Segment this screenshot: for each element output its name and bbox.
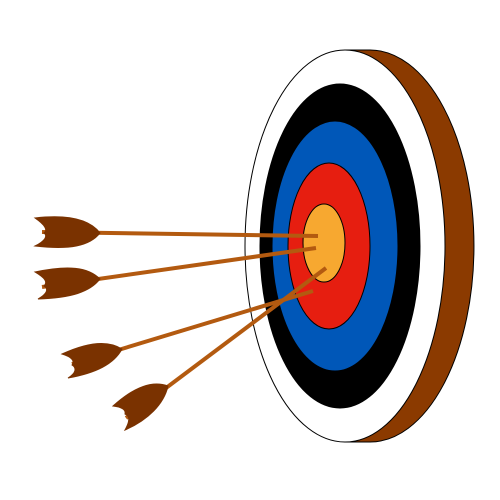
target-ring-gold (302, 203, 346, 283)
arrow-icon (33, 246, 317, 300)
arrow-icon (33, 216, 319, 248)
arrows (33, 216, 328, 432)
target-face (244, 49, 446, 443)
arrow-icon (111, 266, 328, 432)
arrow-icon (60, 289, 314, 379)
